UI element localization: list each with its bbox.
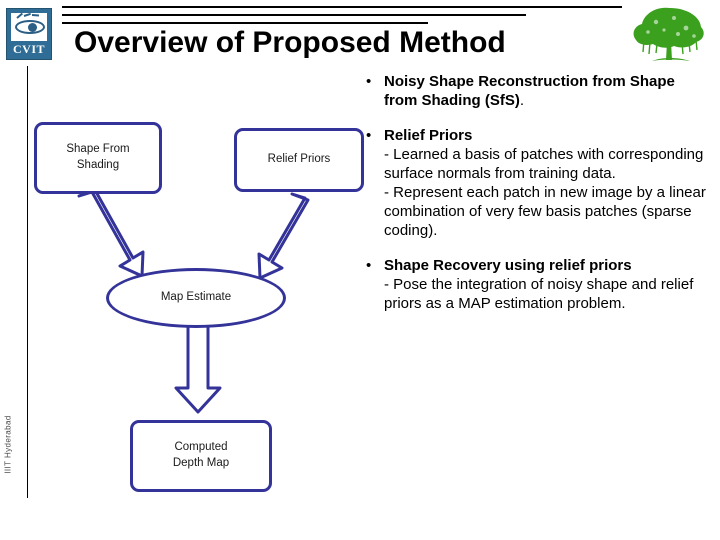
tree-icon [633,7,704,61]
bullet-heading-suffix: . [519,92,524,109]
flow-node-label: Relief Priors [267,153,331,166]
flow-node-map-estimate[interactable]: Map Estimate [106,268,286,328]
eye-lash-icon [23,13,31,17]
eye-lash-icon [31,14,40,17]
bullet-subtext: - Represent each patch in new image by a… [384,184,706,239]
eye-outline [15,20,45,34]
institution-label: IIIT Hyderabad [3,415,13,474]
header-rule-1 [62,6,622,8]
bullet-subtext: - Learned a basis of patches with corres… [384,146,704,182]
eye-icon [10,12,48,42]
bullet-heading: Relief Priors [384,127,473,144]
bullet-heading: Shape Recovery using relief priors [384,257,632,274]
header-rule-2 [62,14,526,16]
flow-node-relief-priors[interactable]: Relief Priors [234,128,364,192]
eye-pupil [28,23,37,32]
flow-node-label: Map Estimate [160,291,232,304]
header-rule-3 [62,22,428,24]
bullet-item-noisy-shape-reconstruction: • Noisy Shape Reconstruction from Shape … [366,72,710,110]
left-vertical-rule [27,66,28,498]
bullet-dot-icon: • [366,127,372,144]
bullet-item-relief-priors: • Relief Priors - Learned a basis of pat… [366,126,710,240]
cvit-logo-label: CVIT [12,42,45,56]
bullet-item-shape-recovery: • Shape Recovery using relief priors - P… [366,256,710,313]
page-title: Overview of Proposed Method [74,26,506,59]
cvit-logo: CVIT [6,8,52,60]
bullet-heading: Noisy Shape Reconstruction from Shape fr… [384,73,675,109]
bullet-dot-icon: • [366,257,372,274]
arrow-sfs-to-map [77,188,145,278]
arrow-map-to-depth [174,324,222,414]
arrow-priors-to-map [257,192,310,280]
eye-lash-icon [16,13,24,19]
bullet-list: • Noisy Shape Reconstruction from Shape … [366,72,710,329]
bullet-subtext: - Pose the integration of noisy shape an… [384,276,694,312]
bullet-dot-icon: • [366,73,372,90]
